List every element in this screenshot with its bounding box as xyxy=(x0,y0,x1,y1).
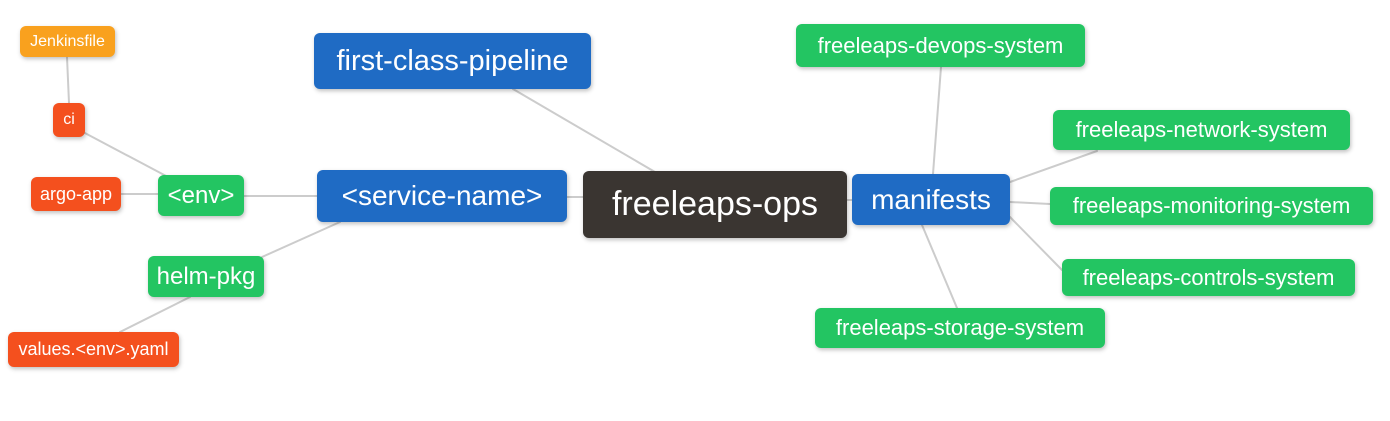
node-values-env-yaml[interactable]: values.<env>.yaml xyxy=(8,332,179,367)
node-argo-app[interactable]: argo-app xyxy=(31,177,121,211)
node-freeleaps-network-system[interactable]: freeleaps-network-system xyxy=(1053,110,1350,150)
edge-ci-env xyxy=(82,131,169,178)
edge-helm-pkg-service-name xyxy=(261,221,341,258)
node-root-freeleaps-ops[interactable]: freeleaps-ops xyxy=(583,171,847,238)
edge-manifests-controls xyxy=(1009,216,1063,271)
node-helm-pkg[interactable]: helm-pkg xyxy=(148,256,264,297)
node-freeleaps-controls-system[interactable]: freeleaps-controls-system xyxy=(1062,259,1355,296)
node-env[interactable]: <env> xyxy=(158,175,244,216)
node-ci[interactable]: ci xyxy=(53,103,85,137)
node-freeleaps-monitoring-system[interactable]: freeleaps-monitoring-system xyxy=(1050,187,1373,225)
node-jenkinsfile[interactable]: Jenkinsfile xyxy=(20,26,115,57)
edge-manifests-devops xyxy=(932,66,942,175)
node-service-name[interactable]: <service-name> xyxy=(317,170,567,222)
node-freeleaps-storage-system[interactable]: freeleaps-storage-system xyxy=(815,308,1105,348)
edge-pipeline-root xyxy=(512,88,656,173)
node-freeleaps-devops-system[interactable]: freeleaps-devops-system xyxy=(796,24,1085,67)
node-first-class-pipeline[interactable]: first-class-pipeline xyxy=(314,33,591,89)
edge-manifests-network xyxy=(1009,150,1098,183)
edge-values-helm-pkg xyxy=(119,296,191,333)
edge-jenkinsfile-ci xyxy=(66,56,70,104)
node-manifests[interactable]: manifests xyxy=(852,174,1010,225)
edge-manifests-storage xyxy=(921,224,958,309)
edge-manifests-monitoring xyxy=(1009,201,1051,205)
